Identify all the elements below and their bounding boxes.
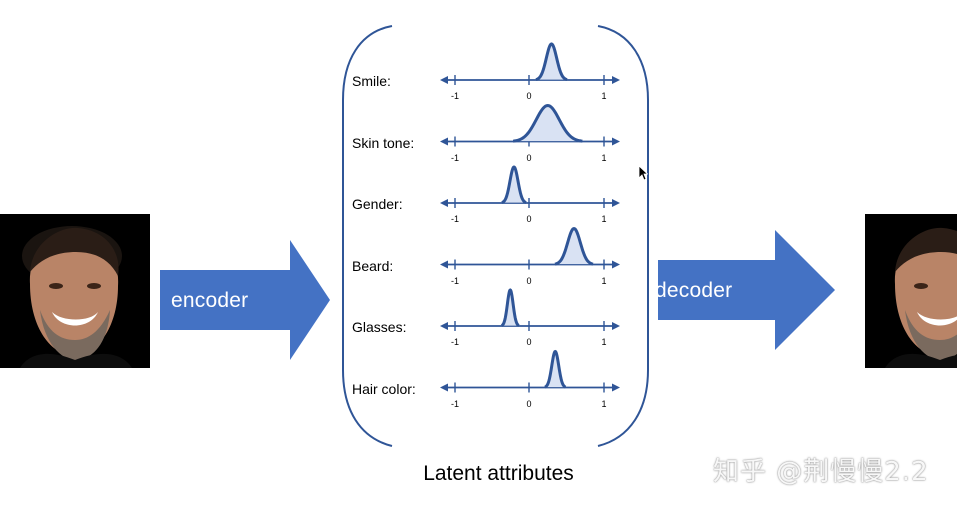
tick-label: 0	[526, 275, 532, 286]
axis-arrowhead	[612, 260, 620, 269]
axis-arrowhead	[612, 322, 620, 330]
latent-attributes-caption: Latent attributes	[423, 462, 574, 485]
attribute-label: Beard:	[352, 257, 394, 274]
input-face-photo	[0, 214, 150, 368]
tick-label: 1	[601, 214, 607, 224]
tick-label: 0	[526, 337, 532, 347]
tick-label: 1	[601, 275, 607, 286]
axis-arrowhead	[612, 76, 620, 84]
axis-arrowhead	[440, 199, 448, 207]
tick-label: 0	[526, 152, 532, 163]
tick-label: -1	[450, 152, 460, 163]
tick-label: -1	[450, 214, 460, 224]
tick-label: -1	[450, 275, 460, 286]
axis-arrowhead	[440, 383, 448, 392]
attribute-row	[440, 226, 620, 270]
encoder-arrow	[160, 240, 330, 360]
tick-label: 1	[601, 152, 607, 163]
attribute-label: Gender:	[352, 196, 403, 212]
tick-label: 0	[526, 91, 532, 101]
axis-arrowhead	[440, 322, 448, 330]
watermark: 知乎 @荆慢慢2.2	[713, 457, 929, 487]
distribution-curve	[535, 42, 568, 82]
attribute-row	[440, 42, 620, 85]
tick-label: 0	[526, 398, 532, 409]
decoder-arrow	[658, 230, 835, 350]
axis-arrowhead	[440, 76, 448, 84]
axis-arrowhead	[440, 260, 448, 269]
attribute-label: Smile:	[352, 73, 391, 89]
tick-label: 1	[601, 398, 607, 409]
tick-label: 1	[601, 337, 607, 347]
distribution-curve	[544, 349, 567, 389]
distribution-curve	[500, 288, 520, 327]
attribute-label: Hair color:	[352, 380, 416, 397]
axis-arrowhead	[440, 137, 448, 146]
attribute-row	[440, 349, 620, 393]
tick-label: -1	[450, 337, 460, 347]
attribute-row	[440, 103, 620, 147]
distribution-curve	[512, 103, 583, 143]
output-face-photo	[865, 214, 957, 368]
attribute-label: Glasses:	[352, 319, 407, 335]
right-brace	[597, 25, 649, 447]
tick-label: -1	[450, 398, 460, 409]
attribute-label: Skin tone:	[352, 134, 415, 151]
left-brace	[342, 25, 393, 447]
tick-label: -1	[450, 91, 460, 101]
axis-arrowhead	[612, 199, 620, 207]
mouse-cursor-icon	[638, 165, 648, 181]
distribution-curve	[554, 226, 594, 266]
axis-arrowhead	[612, 137, 620, 146]
decoder-label: decoder	[655, 279, 733, 302]
axis-arrowhead	[612, 383, 620, 392]
encoder-label: encoder	[171, 289, 249, 312]
distribution-curve	[501, 165, 527, 205]
latent-axes	[440, 42, 620, 393]
tick-label: 0	[526, 214, 532, 224]
attribute-row	[440, 288, 620, 331]
tick-label: 1	[601, 91, 607, 101]
attribute-row	[440, 165, 620, 208]
